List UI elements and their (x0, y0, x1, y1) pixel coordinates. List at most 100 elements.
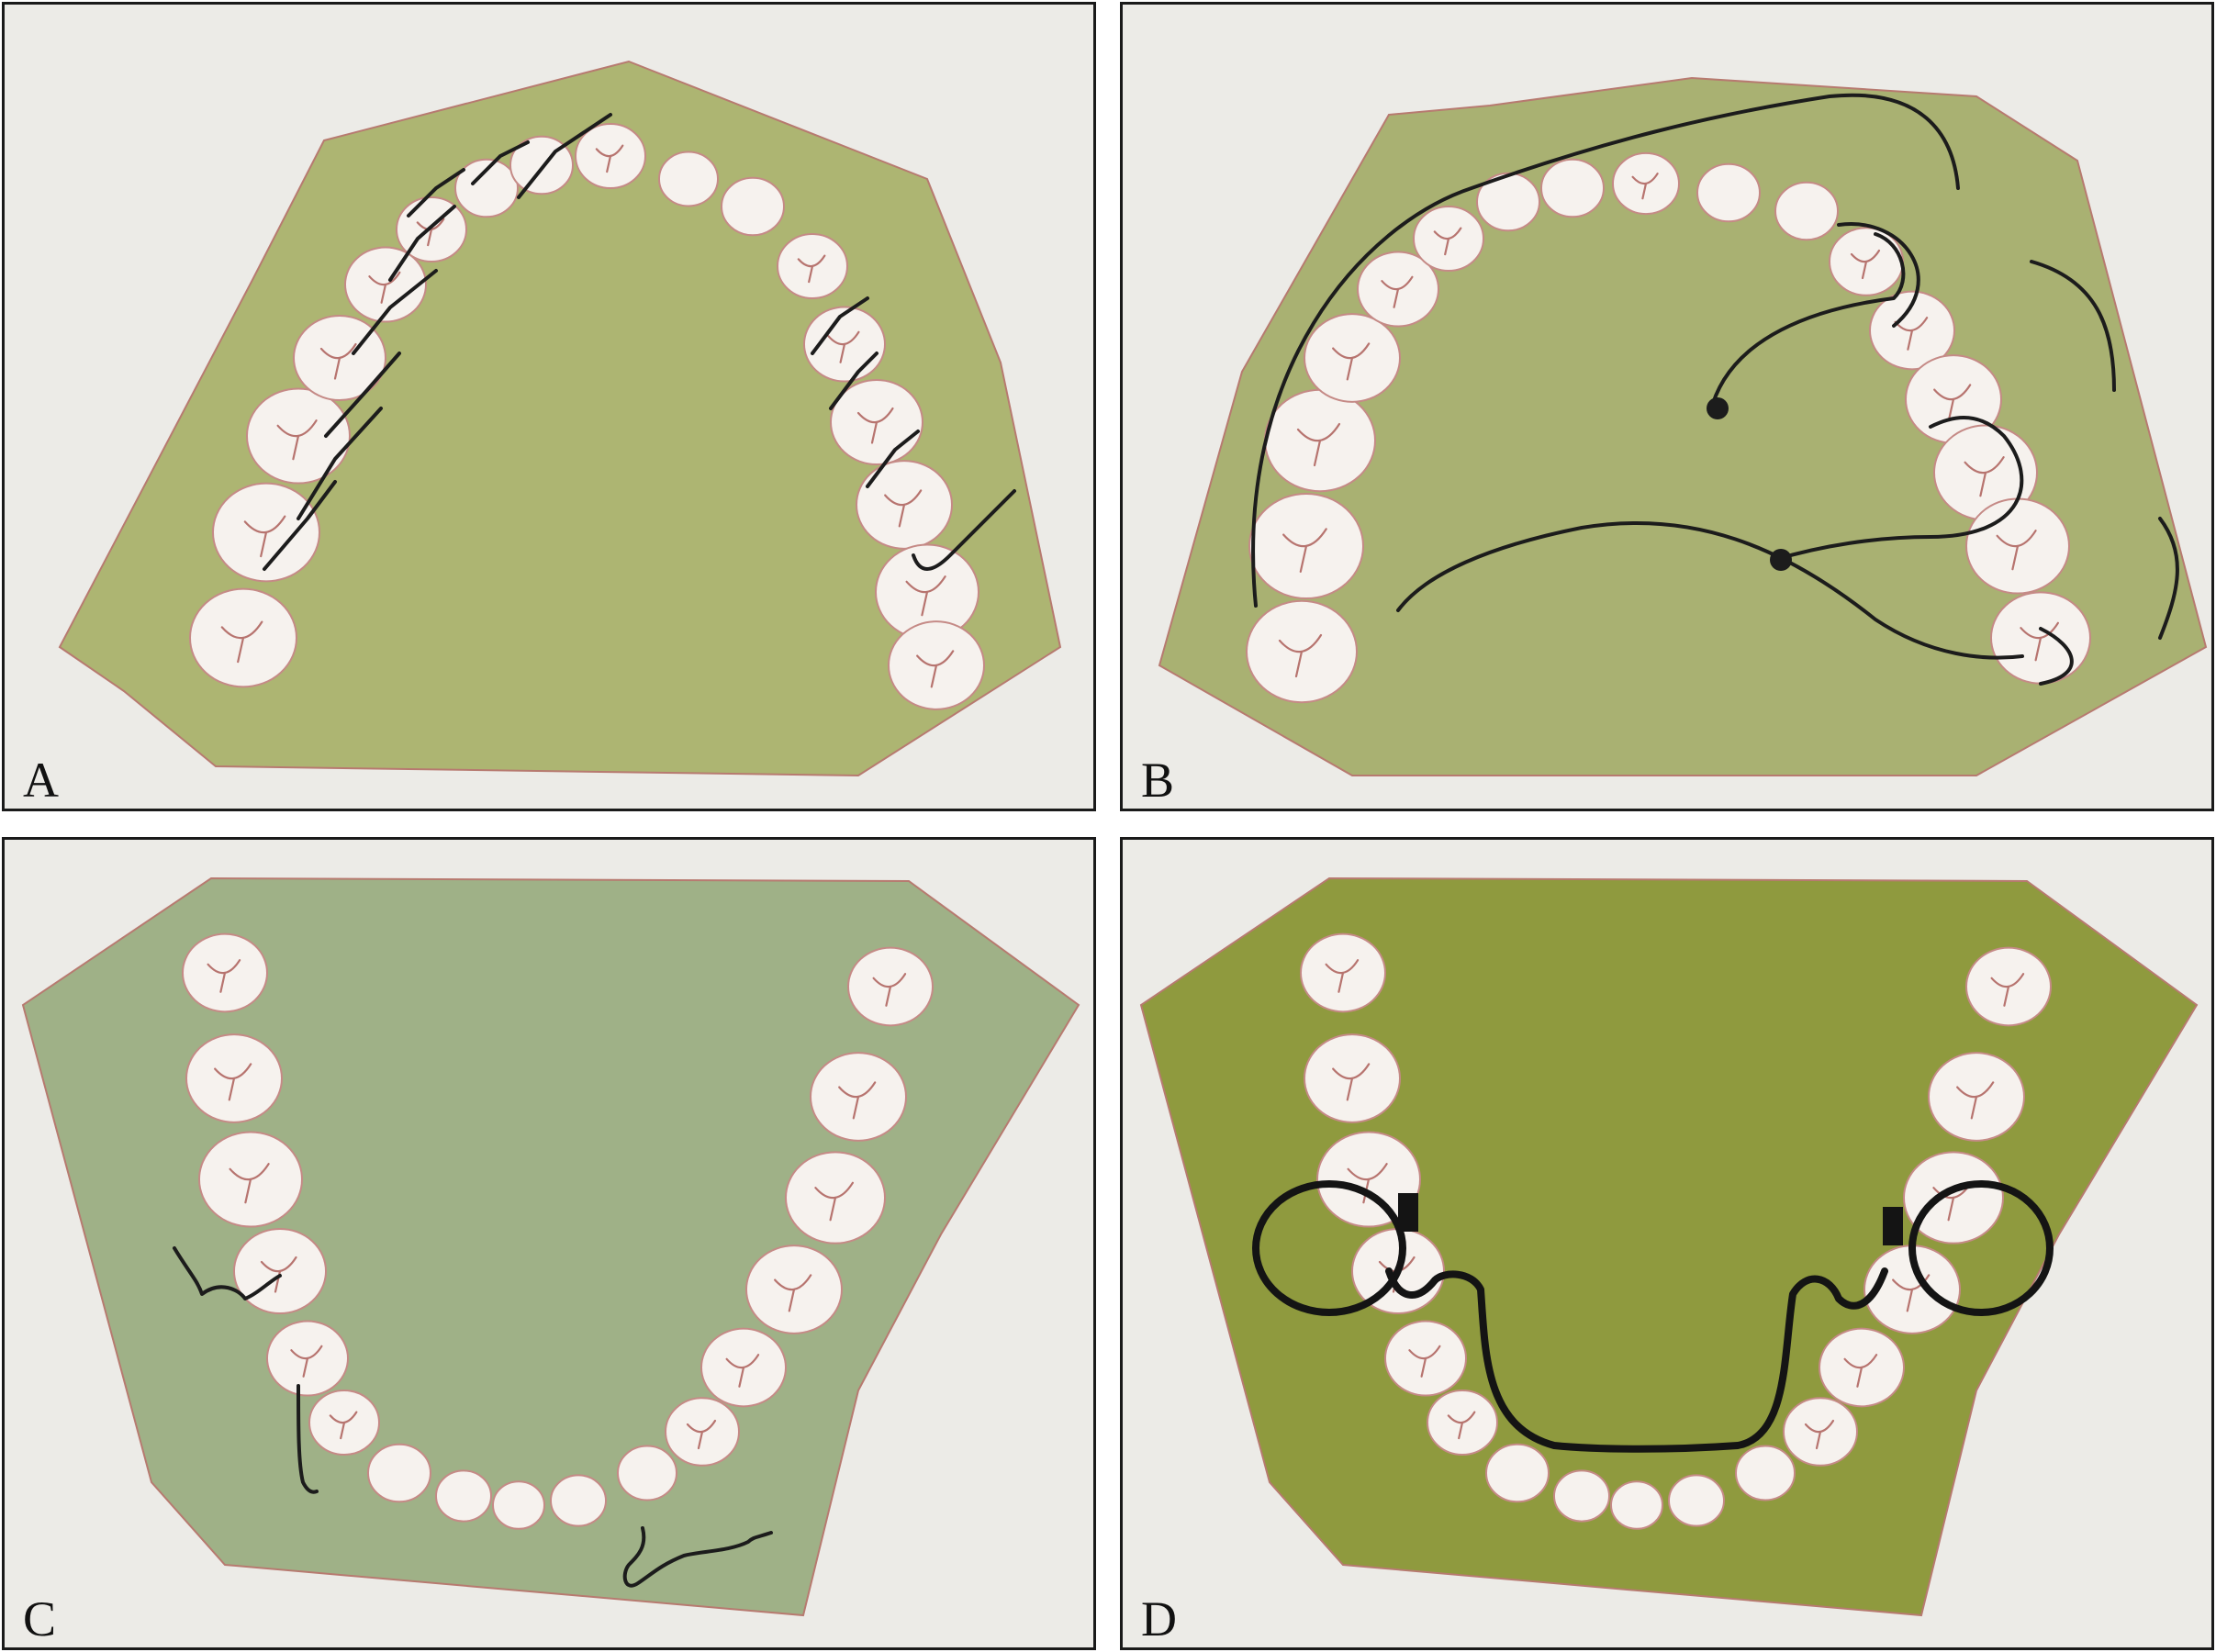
tooth-2-groove (243, 515, 286, 558)
panel-c: C (2, 837, 1096, 1650)
tooth-17-groove (1990, 973, 2025, 1007)
clasp-wire-left-premolar (297, 1384, 319, 1494)
tooth-13-groove (1843, 1354, 1878, 1388)
tooth-3-groove (1296, 422, 1341, 467)
tooth-12-groove (1850, 249, 1881, 280)
tooth-12-groove (797, 254, 826, 284)
tooth-14-groove (856, 407, 894, 444)
tooth-4-groove (1332, 342, 1371, 381)
clasp-wires (173, 1246, 773, 1588)
clasp-wire-4 (352, 269, 438, 355)
tooth-13-groove (725, 1354, 760, 1388)
tooth-10 (550, 1474, 607, 1527)
tooth-2-groove (214, 1063, 252, 1101)
tooth-14-groove (774, 1274, 812, 1312)
tooth-17-groove (872, 973, 907, 1007)
clasp-wire-6 (407, 168, 465, 218)
mandibular-arch-teeth (1300, 932, 2052, 1530)
tooth-16-groove (1996, 530, 2037, 571)
tooth-11 (1735, 1445, 1796, 1501)
clasp-wire-7 (471, 140, 530, 185)
palatal-connector-wire (1396, 520, 2024, 660)
tooth-1-groove (207, 959, 241, 993)
adams-clasp-wire-upper (1837, 222, 1920, 328)
panel-a-drawing (58, 60, 1062, 777)
tooth-11 (1774, 181, 1839, 241)
mandibular-cast-base (21, 876, 1080, 1617)
labial-bow-wire (1251, 93, 1960, 608)
tooth-13-groove (1894, 317, 1929, 351)
panel-d: D (1120, 837, 2214, 1650)
lingual-arch-wire (1385, 1267, 1888, 1453)
clasp-wire-3 (324, 352, 401, 438)
tooth-7 (1485, 1443, 1550, 1503)
tooth-6-groove (1447, 1411, 1476, 1440)
tooth-9 (492, 1480, 545, 1530)
tooth-10 (1696, 162, 1761, 223)
clasp-wire-11 (866, 430, 920, 488)
panel-b-drawing (1158, 76, 2208, 776)
tooth-17-groove (916, 650, 955, 688)
panel-label-d: D (1141, 1591, 1177, 1646)
tooth-12-groove (1804, 1419, 1835, 1450)
clasp-wire-1 (263, 480, 337, 571)
panel-c-drawing (21, 876, 1080, 1617)
tooth-16-groove (1956, 1081, 1995, 1120)
molar-band-left (1252, 1180, 1406, 1316)
buccal-arm-upper (2030, 260, 2116, 392)
tooth-15-groove (1964, 456, 2005, 497)
clasp-wire-5 (388, 205, 456, 282)
tooth-8 (1540, 158, 1605, 218)
palatal-spring-wire-lower (1773, 416, 2024, 562)
clasp-wire-10 (829, 352, 879, 410)
band-tube-right (1883, 1207, 1903, 1245)
tooth-11 (721, 176, 785, 237)
tooth-11 (617, 1445, 677, 1501)
clasp-wire-8 (517, 113, 612, 199)
tooth-4-groove (319, 342, 357, 380)
acrylic-button-upper (1707, 397, 1729, 419)
panel-label-a: A (23, 753, 59, 808)
molar-band-right (1908, 1180, 2054, 1316)
tooth-16-groove (905, 575, 946, 617)
clasp-wire-12 (912, 489, 1016, 571)
tooth-1-groove (220, 620, 263, 664)
panel-d-drawing (1139, 876, 2199, 1617)
tooth-16-groove (838, 1081, 877, 1120)
tooth-12-groove (686, 1419, 717, 1450)
tooth-13-groove (827, 330, 860, 363)
tooth-5-groove (368, 271, 401, 304)
panel-label-c: C (23, 1591, 57, 1646)
tooth-2-groove (1282, 528, 1327, 573)
clasp-wires (263, 113, 1016, 571)
tooth-7 (367, 1443, 431, 1503)
tooth-6-groove (329, 1411, 358, 1440)
adams-clasp-wire-lower (2039, 627, 2074, 686)
tooth-9 (1610, 1480, 1663, 1530)
clasp-wire-9 (811, 296, 869, 355)
tooth-2-groove (1332, 1063, 1371, 1101)
tooth-6-groove (416, 218, 445, 247)
band-tube-left (1398, 1193, 1418, 1232)
tooth-5-groove (1381, 275, 1414, 308)
tooth-14-groove (1933, 384, 1972, 422)
tooth-3-groove (276, 419, 318, 461)
tooth-7 (1476, 172, 1540, 232)
palatal-spring-wire-upper (1708, 232, 1906, 415)
clasp-wire-2 (297, 407, 383, 520)
mandibular-arch-teeth (182, 932, 934, 1530)
panel-a: A (2, 2, 1096, 811)
appliance-wires (1252, 1180, 2054, 1453)
tooth-15-groove (814, 1181, 854, 1222)
buccal-arm-lower (2158, 517, 2179, 640)
panel-b: B (1120, 2, 2214, 811)
tooth-1-groove (1325, 959, 1360, 993)
appliance-wires (1251, 93, 2179, 686)
tooth-8 (435, 1469, 492, 1523)
mandibular-cast-base (1139, 876, 2199, 1617)
tooth-3-groove (229, 1163, 270, 1204)
tooth-5-groove (290, 1345, 323, 1378)
tooth-9-groove (595, 144, 624, 173)
tooth-7 (454, 158, 519, 218)
tooth-10 (1668, 1474, 1725, 1527)
